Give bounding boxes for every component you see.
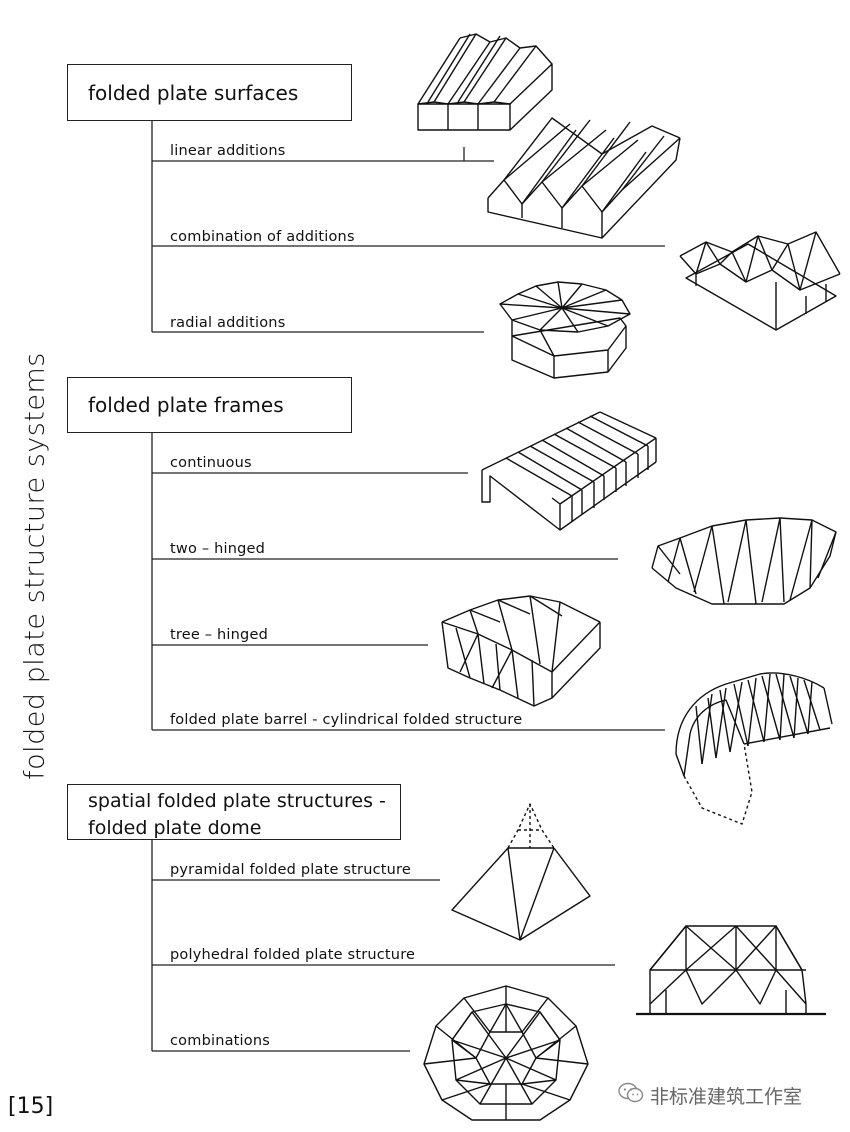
linear-additions-figure [486, 100, 682, 240]
item-label: folded plate barrel - cylindrical folded… [170, 712, 523, 728]
continuous-frame-figure [480, 410, 657, 534]
polyhedral-structure-figure [636, 924, 828, 1018]
group-box-folded-plate-frames: folded plate frames [67, 377, 352, 433]
group-box-folded-plate-surfaces: folded plate surfaces [67, 64, 352, 121]
item-label: combinations [170, 1033, 271, 1049]
radial-additions-figure [498, 280, 634, 380]
watermark: 非标准建筑工作室 [618, 1082, 802, 1109]
two-hinged-frame-figure [650, 512, 840, 608]
wechat-icon [618, 1082, 644, 1109]
item-label: two – hinged [170, 541, 266, 557]
combination-of-additions-figure [676, 212, 846, 332]
item-label: combination of additions [170, 229, 355, 245]
watermark-text: 非标准建筑工作室 [650, 1086, 803, 1108]
pyramidal-structure-figure [450, 802, 594, 942]
item-label: pyramidal folded plate structure [170, 862, 411, 878]
citation: [15] [8, 1094, 54, 1119]
tree-hinged-frame-figure [440, 592, 604, 708]
group-title-line2: folded plate dome [88, 817, 262, 839]
group-title-line1: spatial folded plate structures - [88, 790, 386, 812]
group-title: folded plate surfaces [88, 80, 299, 105]
item-label: polyhedral folded plate structure [170, 947, 416, 963]
linear-additions-small-figure [414, 28, 556, 132]
item-label: linear additions [170, 143, 286, 159]
group-box-spatial-structures: spatial folded plate structures - folded… [67, 784, 401, 840]
item-label: radial additions [170, 315, 286, 331]
combinations-dome-figure [420, 984, 592, 1122]
item-label: tree – hinged [170, 627, 268, 643]
folded-plate-barrel-figure [672, 668, 840, 826]
group-title: folded plate frames [88, 393, 284, 417]
item-label: continuous [170, 455, 252, 471]
